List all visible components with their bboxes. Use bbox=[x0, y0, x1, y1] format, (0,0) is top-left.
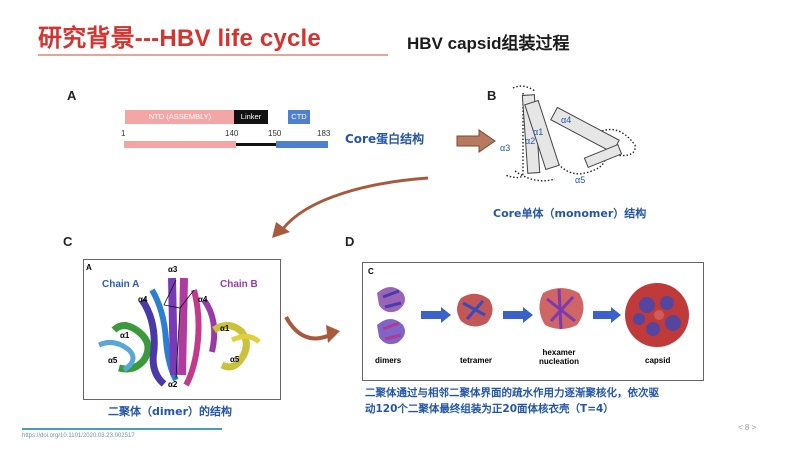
ntd-label: NTD (ASSEMBLY) bbox=[125, 110, 235, 124]
ctd-label: CTD bbox=[288, 110, 310, 124]
monomer-caption: Core单体（monomer）结构 bbox=[493, 207, 647, 220]
assembly-inset-letter: C bbox=[368, 267, 374, 276]
dimer-a3-label: α3 bbox=[168, 265, 178, 274]
position-183: 183 bbox=[317, 129, 331, 138]
dimer-a1-left-label: α1 bbox=[120, 331, 130, 340]
assembly-arrow-1-icon bbox=[421, 307, 451, 323]
helix-a1-label: α1 bbox=[533, 127, 543, 137]
dimer-structure-image: A Chain A Chain B α3 α4 α4 α1 α1 α5 α5 α… bbox=[86, 263, 261, 389]
position-140: 140 bbox=[225, 129, 239, 138]
dimer-labels: A Chain A Chain B α3 α4 α4 α1 α1 α5 α5 α… bbox=[86, 263, 258, 389]
position-1: 1 bbox=[121, 129, 126, 138]
panel-c-letter: C bbox=[63, 234, 73, 249]
dimers-cluster bbox=[377, 287, 405, 345]
slide-title: 研究背景---HBV life cycle bbox=[38, 25, 321, 52]
page-number: < 8 > bbox=[738, 423, 757, 432]
curved-arrow-to-dimer-icon bbox=[272, 176, 429, 238]
dimer-a4-right-label: α4 bbox=[198, 295, 208, 304]
dimer-a1-right-label: α1 bbox=[220, 324, 230, 333]
assembly-arrow-3-icon bbox=[593, 307, 621, 323]
panel-b-letter: B bbox=[487, 88, 497, 103]
tetramer-cluster bbox=[457, 293, 493, 327]
helix-a3-label: α3 bbox=[500, 143, 510, 153]
footer-rule bbox=[22, 428, 222, 430]
core-protein-caption: Core蛋白结构 bbox=[345, 132, 425, 146]
curved-arrow-to-assembly-icon bbox=[284, 315, 340, 343]
title-underline bbox=[38, 54, 388, 56]
dimer-caption: 二聚体（dimer）的结构 bbox=[108, 405, 232, 418]
helix-a2-label: α2 bbox=[525, 136, 535, 146]
chain-b-label: Chain B bbox=[220, 279, 258, 290]
panel-a-letter: A bbox=[67, 88, 77, 103]
monomer-structure-diagram: α4 α1 α2 α3 α5 bbox=[500, 85, 636, 185]
dimer-a4-left-label: α4 bbox=[138, 295, 148, 304]
assembly-caption-line-2: 动120个二聚体最终组装为正20面体核衣壳（T=4） bbox=[365, 403, 614, 415]
arrow-to-monomer-icon bbox=[456, 129, 496, 153]
slide-subtitle: HBV capsid组装过程 bbox=[407, 34, 570, 53]
panel-d-letter: D bbox=[345, 234, 355, 249]
assembly-caption-line-1: 二聚体通过与相邻二聚体界面的疏水作用力逐渐聚核化，依次驱 bbox=[365, 387, 659, 399]
capsid-assembly-image: C dimers tetrame bbox=[368, 267, 689, 366]
dimer-a5-right-label: α5 bbox=[230, 355, 240, 364]
position-150: 150 bbox=[268, 129, 282, 138]
doi-link[interactable]: https://doi.org/10.1101/2020.03.23.00251… bbox=[22, 433, 135, 439]
ntd-bar bbox=[124, 141, 236, 148]
dimer-a5-left-label: α5 bbox=[108, 356, 118, 365]
dimer-inset-letter: A bbox=[86, 263, 92, 272]
helix-a5-label: α5 bbox=[575, 175, 585, 185]
assembly-arrow-2-icon bbox=[503, 307, 533, 323]
stage-capsid-label: capsid bbox=[645, 356, 670, 365]
stage-tetramer-label: tetramer bbox=[460, 356, 492, 365]
ctd-bar bbox=[276, 141, 328, 148]
chain-a-label: Chain A bbox=[102, 279, 139, 290]
capsid-sphere bbox=[625, 283, 689, 347]
helix-a4-label: α4 bbox=[561, 115, 571, 125]
stage-dimers-label: dimers bbox=[375, 356, 402, 365]
linker-label: Linker bbox=[234, 110, 268, 124]
dimer-a2-label: α2 bbox=[168, 380, 178, 389]
hexamer-cluster bbox=[539, 288, 584, 330]
linker-bar bbox=[236, 143, 276, 146]
